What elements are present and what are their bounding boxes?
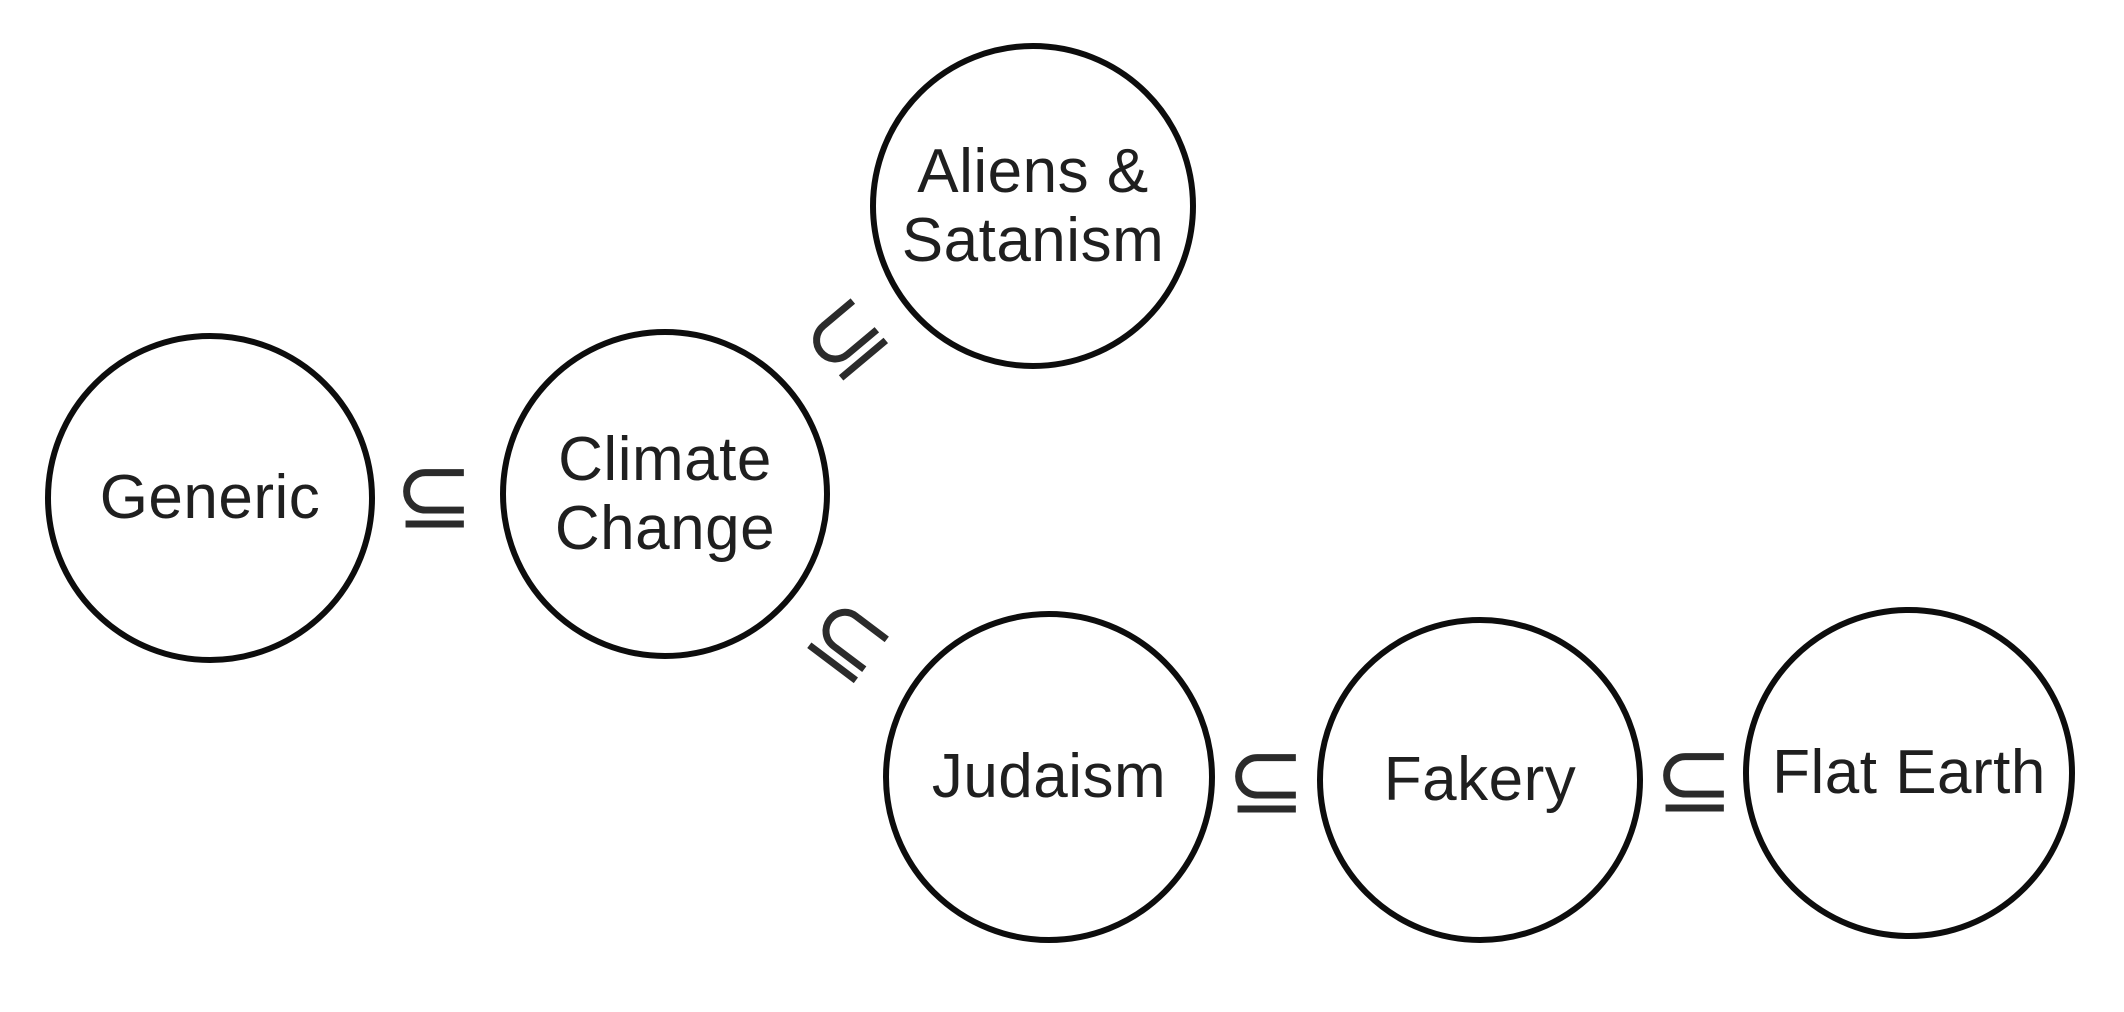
node-label: Flat Earth — [1772, 738, 2046, 807]
node-label: Judaism — [932, 742, 1166, 811]
node-label: Aliens &Satanism — [902, 137, 1164, 276]
node-label-line: Fakery — [1383, 745, 1577, 815]
subset-symbol-judaism-fakery: ⊆ — [1226, 725, 1306, 836]
node-aliens-satanism: Aliens &Satanism — [870, 43, 1196, 369]
node-label-line: Aliens & — [917, 136, 1149, 206]
node-label-line: Judaism — [931, 742, 1167, 812]
node-label-line: Climate — [558, 424, 772, 494]
node-label-line: Flat Earth — [1772, 738, 2046, 808]
node-label-line: Change — [554, 494, 776, 563]
node-label: Generic — [100, 463, 321, 532]
subset-symbol-fakery-flat-earth: ⊆ — [1654, 724, 1734, 835]
subset-symbol-climate-change-judaism: ⊆ — [784, 571, 915, 708]
node-judaism: Judaism — [883, 611, 1215, 943]
node-label: Fakery — [1384, 745, 1576, 814]
node-flat-earth: Flat Earth — [1743, 607, 2075, 939]
subset-symbol-generic-climate-change: ⊆ — [394, 440, 474, 551]
node-generic: Generic — [45, 333, 375, 663]
node-label-line: Generic — [99, 463, 321, 533]
node-fakery: Fakery — [1317, 617, 1643, 943]
node-label-line: Satanism — [901, 206, 1165, 275]
subset-symbol-climate-change-aliens-satanism: ⊆ — [778, 269, 911, 406]
